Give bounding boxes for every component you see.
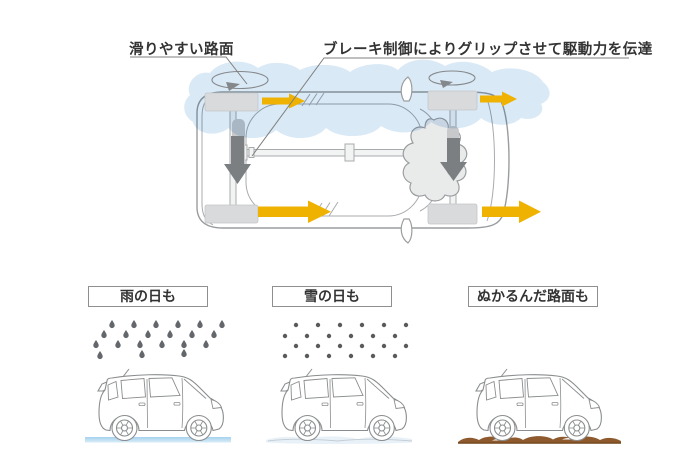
brake-control-arrow-rear: [224, 136, 251, 184]
mud-road-strip: [458, 436, 621, 443]
wheel-spin-icon: [212, 72, 268, 91]
wheel-front-right: [428, 204, 477, 224]
snow-scene: [266, 322, 416, 444]
condition-label-rain: 雨の日も: [88, 286, 208, 307]
leader-lines: [130, 57, 629, 156]
panel-snow: 雪の日も: [266, 280, 416, 455]
rain-scene: [85, 320, 231, 443]
panel-rain: 雨の日も: [84, 280, 234, 455]
condition-label-snow: 雪の日も: [272, 286, 392, 307]
car-side-view: [97, 368, 224, 442]
drive-force-arrow-front-right: [482, 200, 541, 223]
wet-road-strip: [85, 437, 231, 443]
drive-force-arrow-rear-right: [258, 200, 331, 223]
snow-dots: [282, 322, 409, 359]
car-side-view: [475, 368, 602, 442]
drive-force-arrow-front-left: [480, 91, 517, 107]
wheel-front-left: [428, 91, 477, 110]
mirror-icon: [401, 219, 412, 243]
condition-label-mud: ぬかるんだ路面も: [468, 286, 598, 307]
shaft-coupler: [249, 148, 254, 158]
car-side-view: [280, 368, 407, 442]
shaft-coupler: [345, 144, 354, 161]
wheel-spin-icon: [429, 71, 475, 88]
drive-force-arrows: [258, 91, 541, 223]
leader-line-brake: [252, 58, 629, 156]
drive-force-arrow-rear-left: [262, 93, 305, 109]
panel-mud: ぬかるんだ路面も: [458, 280, 626, 455]
rain-drops: [93, 320, 225, 360]
wheel-spin-indicators: [212, 71, 475, 91]
puddle-shape: [184, 59, 550, 139]
label-brake-control: ブレーキ制御によりグリップさせて駆動力を伝達: [323, 42, 653, 58]
mirror-icon: [401, 77, 412, 101]
side-mirror-icons: [401, 77, 412, 243]
leader-line-slippery: [130, 57, 247, 84]
wheel-rear-right: [205, 205, 258, 223]
wheel-rear-left: [205, 93, 258, 111]
brake-control-arrows: [224, 136, 467, 184]
main-diagram: [0, 0, 695, 276]
mud-scene: [458, 368, 621, 455]
label-slippery-road: 滑りやすい路面: [129, 42, 234, 58]
brake-control-arrow-front: [440, 138, 467, 181]
